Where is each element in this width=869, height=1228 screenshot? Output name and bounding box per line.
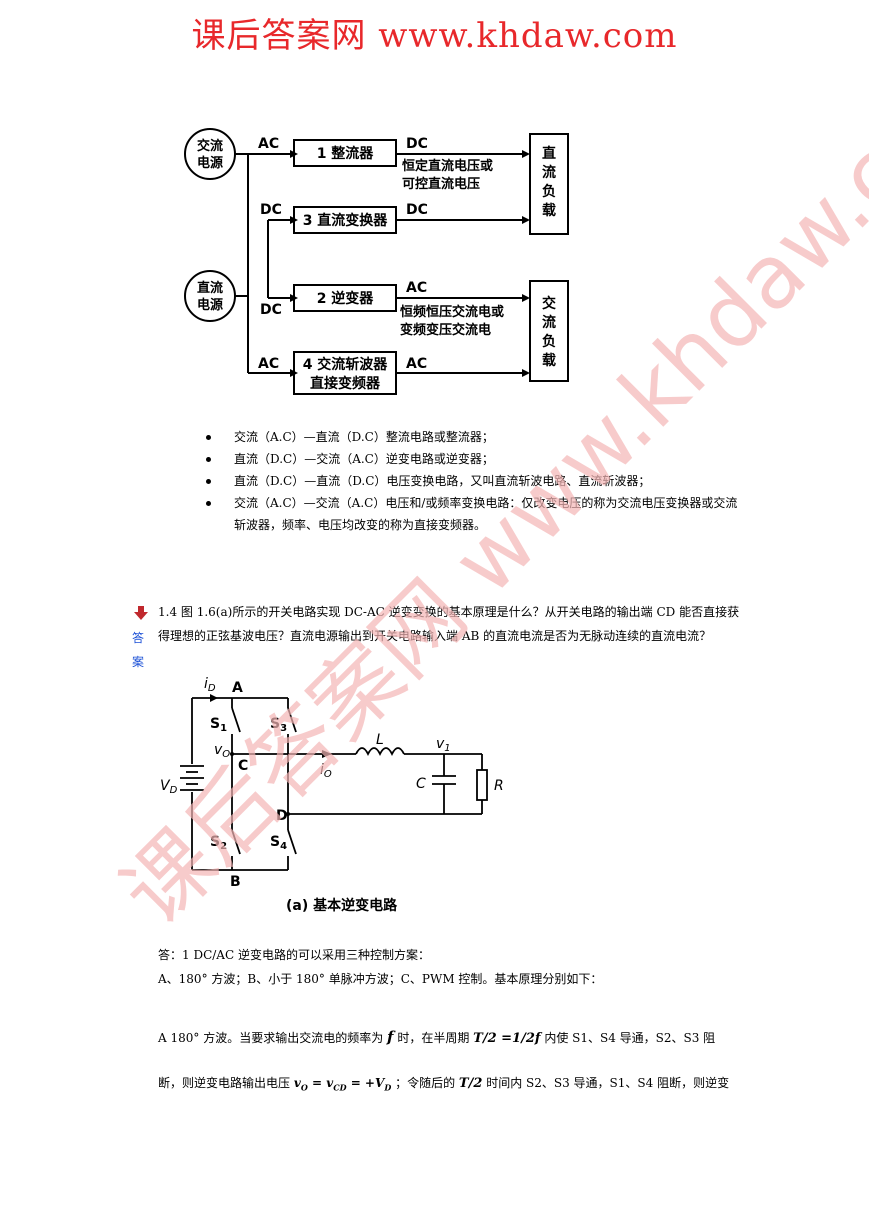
dc-load-label: 直流负载 [542,145,556,219]
label-iD: iD [204,676,216,694]
ac-note-2: 变频变压交流电 [400,322,491,338]
block-ac-chopper: 4 交流斩波器 [303,356,389,373]
down-arrow-icon[interactable] [134,606,148,620]
bullet-dot-icon [206,457,211,462]
block-dc-converter: 3 直流变换器 [303,212,389,229]
label-dc-2: DC [260,202,282,218]
half-period-formula: T/2 =1/2f [473,1031,541,1046]
answer-link[interactable]: 答案 [132,631,145,669]
node-D: D [276,808,288,824]
block-cycloconverter: 直接变频器 [310,375,381,392]
label-capacitor: C [416,776,426,792]
label-dc-4: DC [260,302,282,318]
frequency-symbol: f [387,1028,394,1046]
question-text: 1.4 图 1.6(a)所示的开关电路实现 DC-AC 逆变变换的基本原理是什么… [158,605,740,643]
basic-inverter-circuit: iD vO iO L v1 C R VD A C D B S1 S3 S2 S4… [160,676,504,914]
answer-line-2: A、180° 方波；B、小于 180° 单脉冲方波；C、PWM 控制。基本原理分… [158,972,603,986]
source-dc-label: 直流电源 [197,280,223,313]
bullet-dot-icon [206,435,211,440]
label-ac-4: AC [406,356,427,372]
bullet-dot-icon [206,501,211,506]
node-A: A [232,680,243,696]
switch-S3: S3 [270,716,287,734]
source-ac-label: 交流电源 [197,138,223,171]
list-item: 直流（D.C）—直流（D.C）电压变换电路，又叫直流斩波电路、直流斩波器； [206,470,746,492]
ac-load-label: 交流负载 [542,295,556,369]
label-dc-3: DC [406,202,428,218]
answer-line-1: 答：1 DC/AC 逆变电路的可以采用三种控制方案： [158,948,430,962]
dc-note-1: 恒定直流电压或 [402,158,493,174]
switch-S2: S2 [210,834,227,852]
node-B: B [230,874,241,890]
converter-block-diagram: 交流电源 直流电源 1 整流器 3 直流变换器 2 逆变器 4 交流斩波器 直接… [184,128,569,395]
list-item: 交流（A.C）—直流（D.C）整流电路或整流器； [206,426,746,448]
figure-caption: (a) 基本逆变电路 [286,897,398,914]
switch-S4: S4 [270,834,287,852]
ac-note-1: 恒频恒压交流电或 [400,304,504,320]
block-inverter: 2 逆变器 [317,290,375,307]
list-item: 交流（A.C）—交流（A.C）电压和/或频率变换电路：仅改变电压的称为交流电压变… [206,492,746,536]
converter-type-list: 交流（A.C）—直流（D.C）整流电路或整流器； 直流（D.C）—交流（A.C）… [206,426,746,536]
label-v1: v1 [436,736,451,754]
label-ac-1: AC [258,136,279,152]
output-voltage-formula: vO = vCD = +VD [293,1076,392,1093]
site-header-title: 课后答案网 www.khdaw.com [191,16,678,56]
node-C: C [238,758,248,774]
answer-paragraph-2: 断，则逆变电路输出电压 vO = vCD = +VD ；令随后的 T/2 时间内… [158,1076,730,1093]
label-L: L [376,732,384,748]
label-iO: iO [320,762,332,780]
block-rectifier: 1 整流器 [317,145,375,162]
label-VD: VD [160,778,178,796]
list-item: 直流（D.C）—交流（A.C）逆变电路或逆变器； [206,448,746,470]
bullet-dot-icon [206,479,211,484]
label-ac-3: AC [258,356,279,372]
dc-note-2: 可控直流电压 [402,176,480,192]
label-vO: vO [214,742,230,760]
switch-S1: S1 [210,716,227,734]
answer-paragraph-1: A 180° 方波。当要求输出交流电的频率为 f 时，在半周期 T/2 =1/2… [158,1028,716,1046]
half-period-formula-2: T/2 [458,1076,483,1091]
label-ac-2: AC [406,280,427,296]
label-R: R [494,778,504,794]
label-dc-1: DC [406,136,428,152]
